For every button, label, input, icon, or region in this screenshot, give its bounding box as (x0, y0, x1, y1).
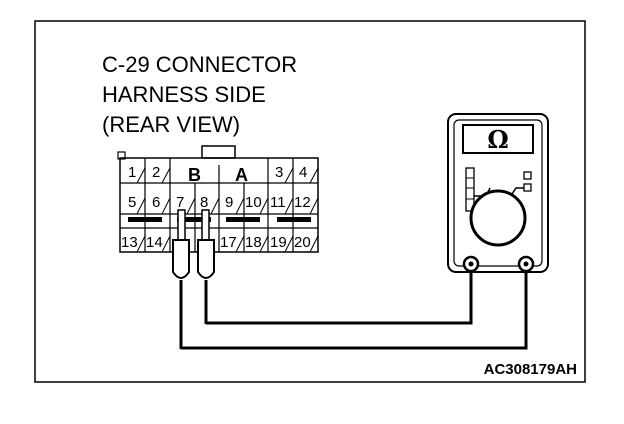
test-lead-negative (181, 272, 528, 350)
pin-label: 3 (275, 164, 283, 181)
test-probe-pin7 (172, 209, 190, 349)
section-label-b: B (188, 165, 201, 185)
figure-frame (34, 20, 586, 383)
pin-label: 1 (128, 164, 136, 181)
locking-bar (128, 217, 162, 222)
pin-label: 19 (270, 234, 287, 251)
pin-label: 9 (225, 194, 233, 211)
pin-label: 14 (146, 234, 163, 251)
pin-label: 7 (176, 194, 184, 211)
meter-display (462, 124, 534, 154)
connector-caption-line3: (REAR VIEW) (102, 112, 240, 137)
pin-label: 2 (152, 164, 160, 181)
pin-label: 5 (128, 194, 136, 211)
ohm-icon: Ω (487, 125, 508, 154)
meter-dial (469, 189, 527, 247)
section-label-a: A (235, 165, 248, 185)
test-lead-positive (206, 272, 473, 325)
pin-label: 11 (270, 194, 286, 211)
connector-c29: B A 1 2 3 4 5 6 7 8 9 10 11 12 13 14 17 … (117, 145, 319, 253)
pin-label: 8 (200, 194, 208, 211)
pin-label: 20 (294, 234, 311, 251)
pin-label: 10 (245, 194, 262, 211)
locking-bar (277, 217, 311, 222)
pin-label: 4 (299, 164, 307, 181)
figure-code: AC308179AH (484, 361, 577, 378)
connector-caption-line2: HARNESS SIDE (102, 82, 266, 107)
locking-bar (226, 217, 260, 222)
meter-range-switch (465, 167, 475, 212)
connector-latch (201, 145, 236, 159)
ohmmeter: Ω (447, 113, 549, 273)
pin-label: 18 (245, 234, 262, 251)
connector-tab (117, 151, 126, 160)
pin-label: 6 (152, 194, 160, 211)
connector-caption-line1: C-29 CONNECTOR (102, 52, 297, 77)
locking-bar (177, 217, 211, 222)
pin-label: 17 (220, 234, 237, 251)
pin-label: 13 (121, 234, 138, 251)
test-probe-pin8 (197, 209, 215, 324)
pin-label: 12 (294, 194, 311, 211)
